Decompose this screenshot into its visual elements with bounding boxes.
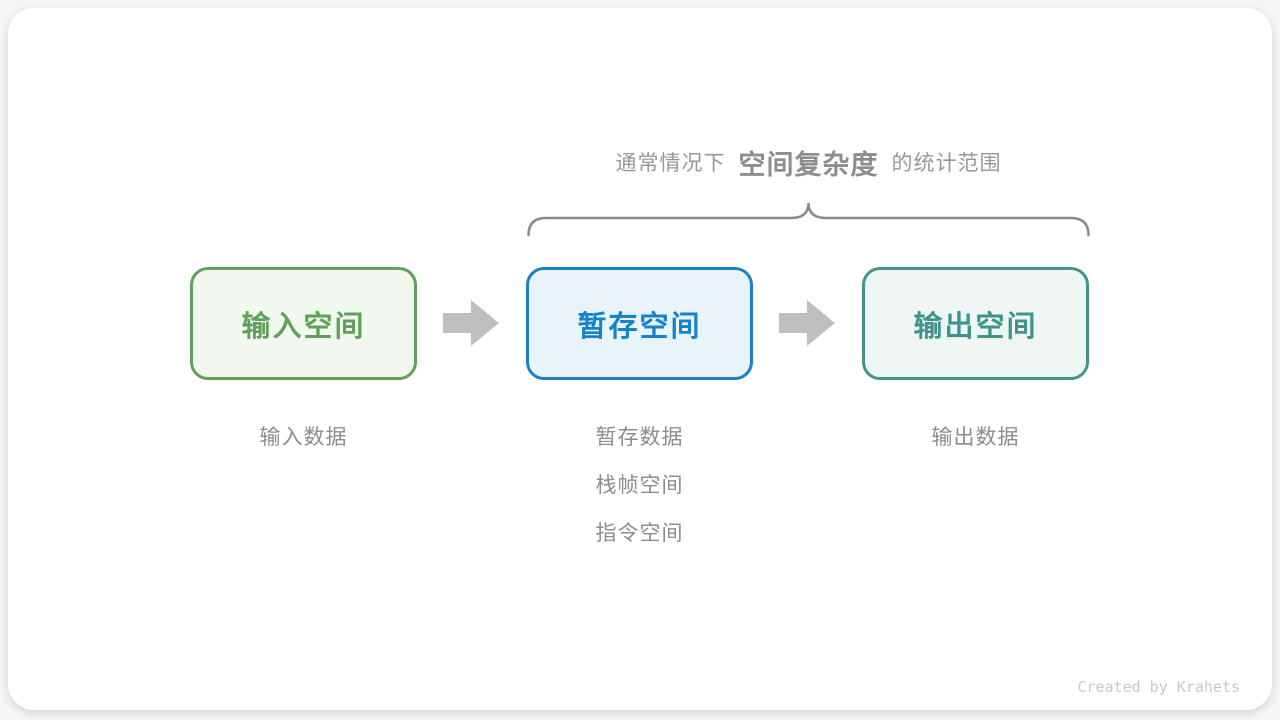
list-item: 指令空间 (595, 522, 684, 545)
box-output-space: 输出空间 (862, 267, 1089, 380)
list-item: 暂存数据 (595, 426, 684, 449)
annotation-prefix: 通常情况下 (615, 152, 726, 175)
list-item: 输入数据 (259, 426, 348, 449)
list-item: 输出数据 (931, 426, 1020, 449)
list-item: 栈帧空间 (595, 474, 684, 497)
arrow-right-icon (443, 300, 499, 346)
arrow-right-icon (779, 300, 835, 346)
brace-annotation: 通常情况下 空间复杂度 的统计范围 (527, 144, 1090, 180)
box-input-space-label: 输入空间 (241, 310, 366, 343)
output-space-item-list: 输出数据 (862, 414, 1089, 462)
credit-text: Created by Krahets (1077, 678, 1240, 696)
box-buffer-space-label: 暂存空间 (577, 310, 702, 343)
buffer-space-item-list: 暂存数据 栈帧空间 指令空间 (526, 414, 753, 558)
curly-brace-icon (527, 202, 1090, 237)
box-output-space-label: 输出空间 (913, 310, 1038, 343)
annotation-highlight: 空间复杂度 (738, 149, 879, 180)
box-input-space: 输入空间 (190, 267, 417, 380)
annotation-suffix: 的统计范围 (891, 152, 1002, 175)
input-space-item-list: 输入数据 (190, 414, 417, 462)
box-buffer-space: 暂存空间 (526, 267, 753, 380)
